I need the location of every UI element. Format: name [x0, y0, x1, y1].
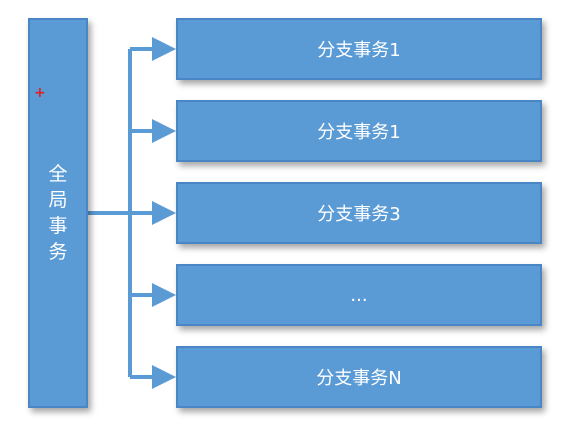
global-transaction-label: 全局事务: [48, 163, 68, 263]
arrow-to-branch-4: [130, 283, 176, 307]
arrow-to-branch-5: [130, 365, 176, 389]
branch-transaction-box-2: 分支事务1: [176, 100, 542, 162]
branch-transaction-box-ellipsis: ...: [176, 264, 542, 326]
cursor-crosshair-icon: +: [34, 85, 46, 101]
branch-transaction-label-1: 分支事务1: [317, 40, 401, 61]
branch-transaction-label-n: 分支事务N: [316, 368, 402, 389]
branch-transaction-label-2: 分支事务1: [317, 122, 401, 143]
branch-transaction-label-3: 分支事务3: [317, 204, 401, 225]
arrow-to-branch-2: [130, 119, 176, 143]
branch-transaction-box-3: 分支事务3: [176, 182, 542, 244]
global-transaction-box: 全局事务: [28, 18, 88, 408]
arrow-to-branch-3: [130, 201, 176, 225]
branch-transaction-box-1: 分支事务1: [176, 18, 542, 80]
branch-transaction-label-ellipsis: ...: [350, 284, 368, 306]
branch-transaction-box-n: 分支事务N: [176, 346, 542, 408]
arrow-to-branch-1: [130, 37, 176, 61]
